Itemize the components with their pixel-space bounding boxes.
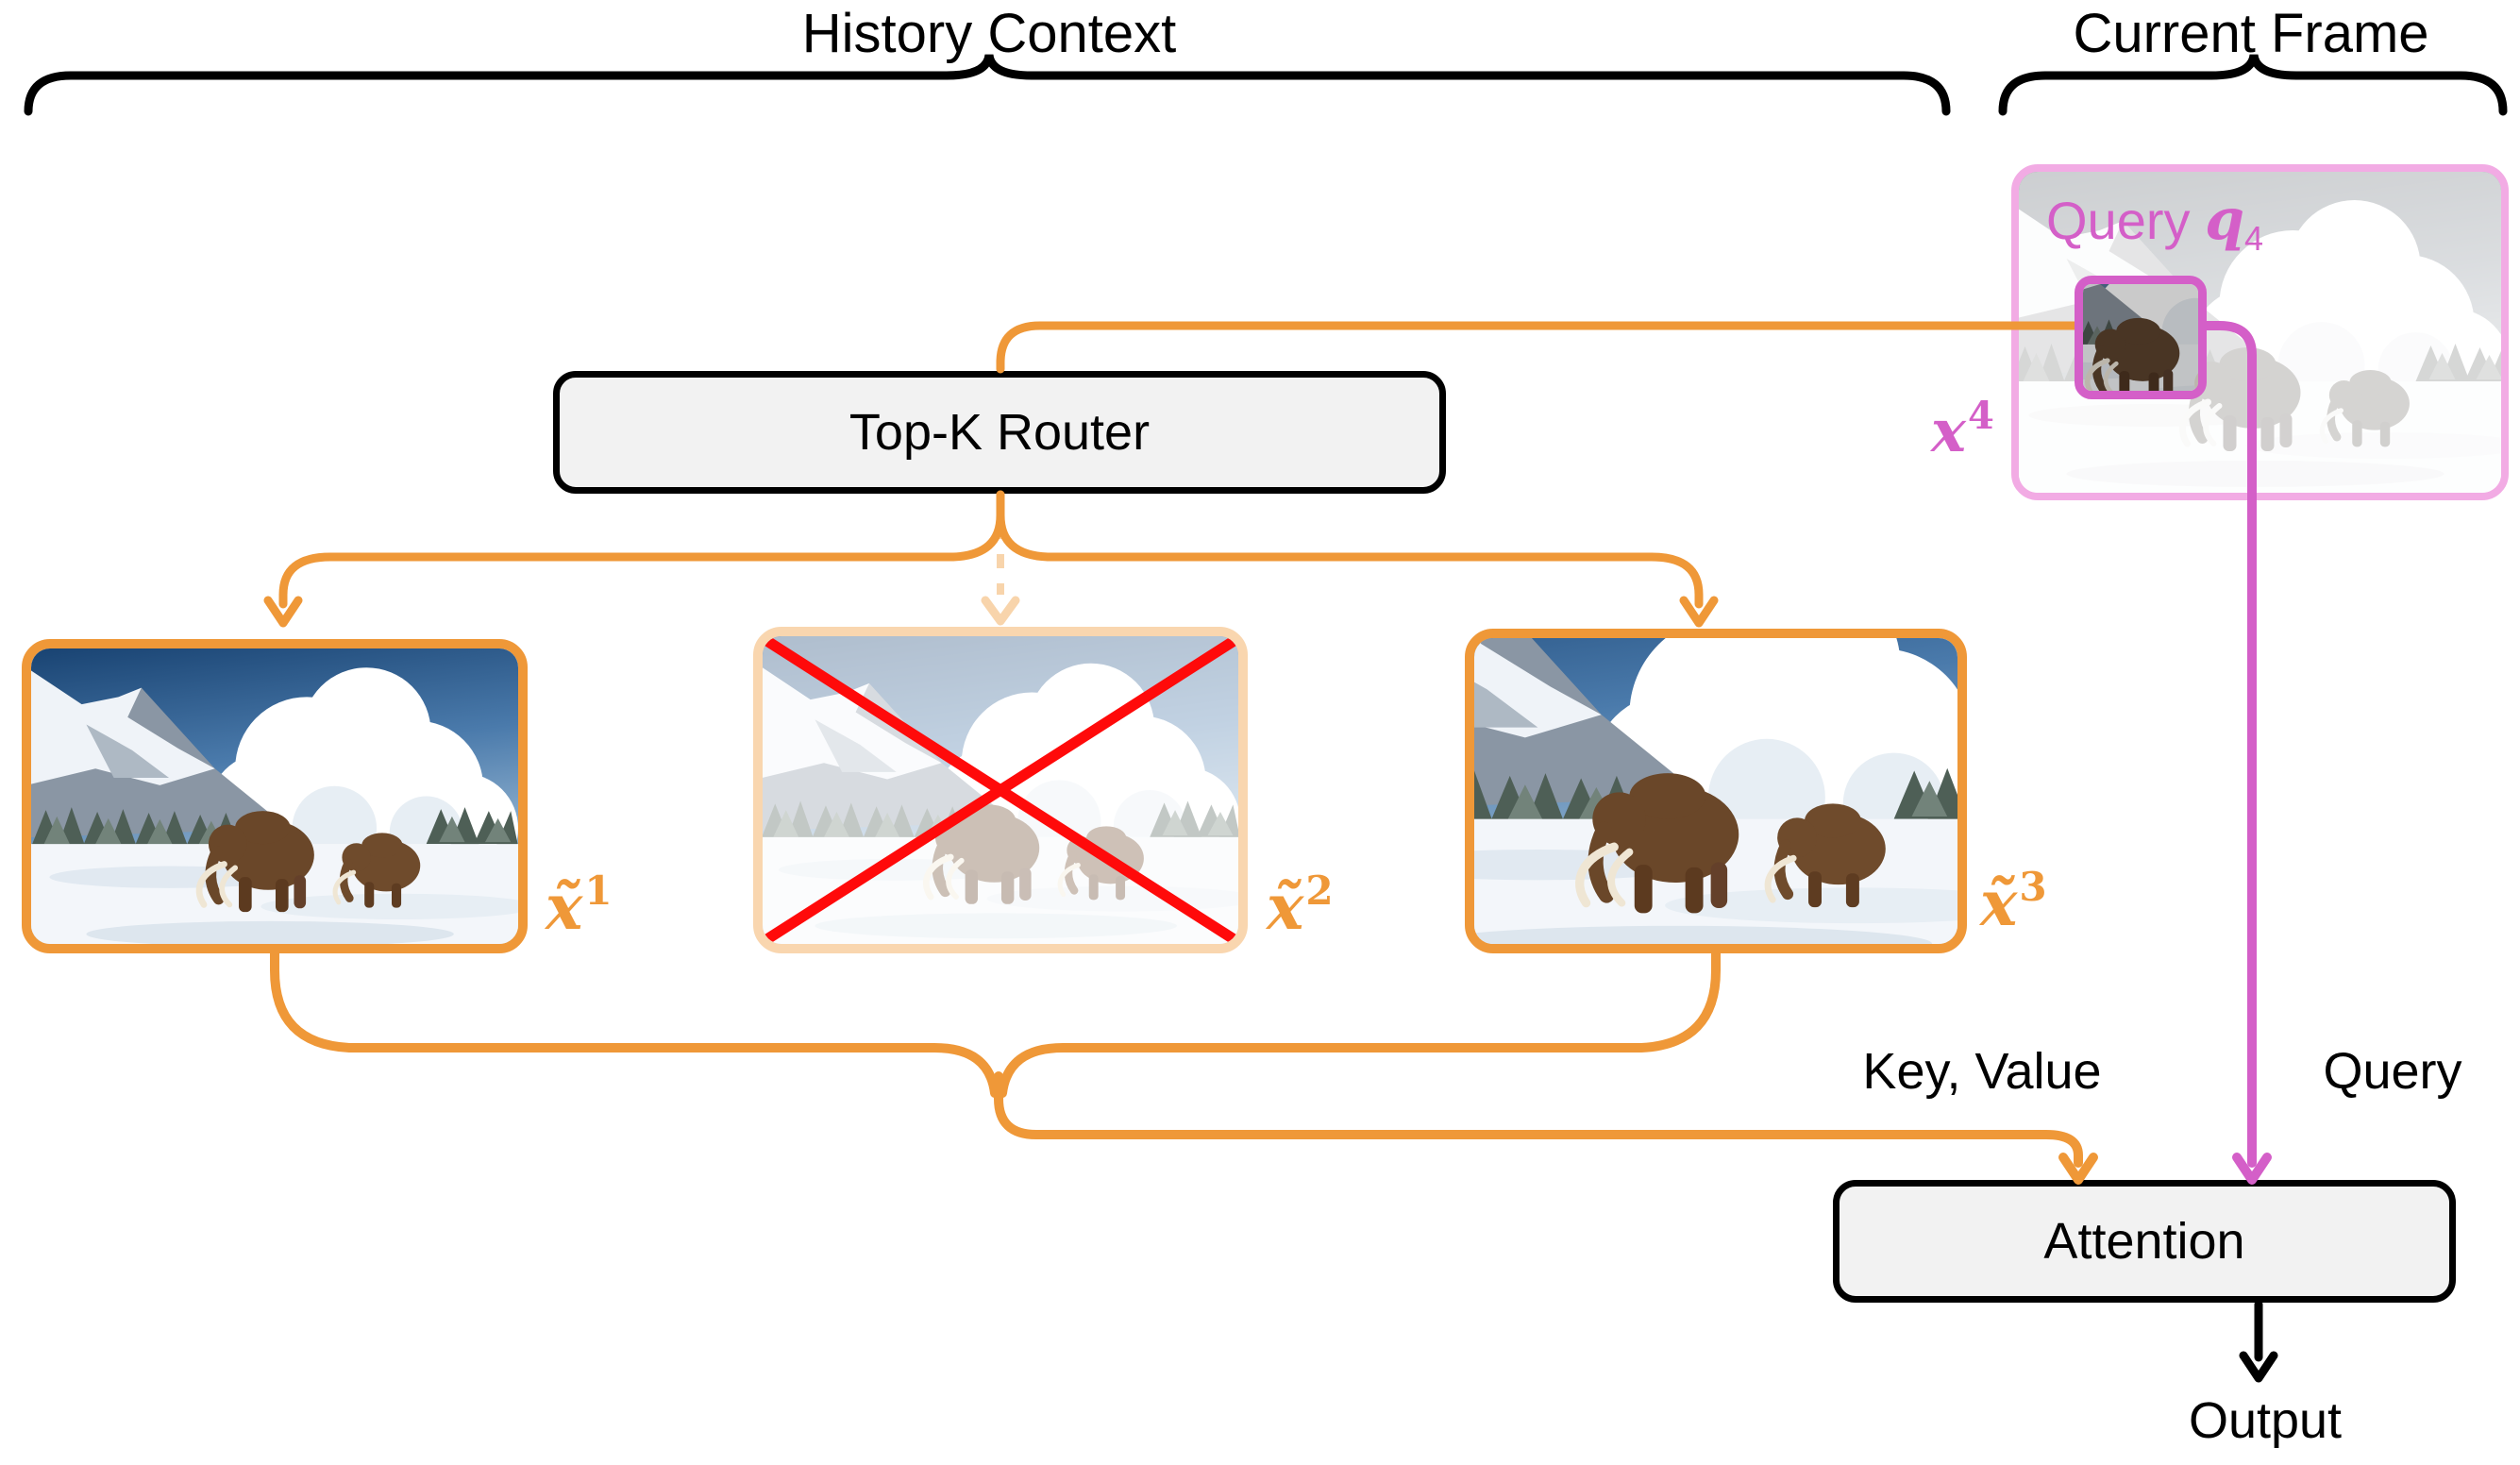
x2-superscript: 2 — [1305, 867, 1334, 914]
frame2-symbol-label: x̃2 — [1267, 867, 1334, 944]
history-frame-1-photo — [22, 639, 528, 953]
query-caption-text: Query — [2046, 191, 2206, 250]
x1-symbol: x̃ — [546, 870, 583, 944]
output-label: Output — [2188, 1392, 2343, 1449]
query-subscript: 4 — [2244, 219, 2264, 258]
attention-label: Attention — [2043, 1213, 2245, 1270]
arrowhead-frame2-faded-icon — [981, 596, 1020, 626]
history-context-title: History Context — [801, 3, 1177, 64]
patch-to-router-line — [996, 321, 2079, 374]
current-frame-title: Current Frame — [2073, 3, 2429, 64]
gather-right-line — [998, 947, 1721, 1098]
arrowhead-output-icon — [2239, 1351, 2278, 1383]
query-patch — [2075, 276, 2207, 399]
x4-superscript: 4 — [1967, 394, 1994, 438]
unused — [985, 600, 1016, 623]
top-k-router-box: Top-K Router — [553, 371, 1446, 494]
query-edge-label: Query — [2323, 1043, 2462, 1100]
gather-left-line — [270, 947, 1000, 1098]
router-to-frame1-line — [278, 490, 1005, 609]
x1-superscript: 1 — [584, 867, 613, 914]
history-frame-2-photo — [753, 627, 1248, 953]
arrowhead-frame3-icon — [1679, 596, 1719, 628]
query-patch-scene — [2083, 284, 2198, 391]
mammoth-scene-1 — [31, 648, 518, 944]
red-cross-icon — [763, 636, 1238, 944]
frame1-symbol-label: x̃1 — [546, 867, 613, 944]
query-q4-caption: Query q4 — [2046, 187, 2263, 258]
router-to-frame3-line — [996, 490, 1704, 609]
attention-box: Attention — [1833, 1180, 2456, 1303]
key-value-label: Key, Value — [1862, 1043, 2102, 1100]
frame3-symbol-label: x̃3 — [1980, 864, 2047, 940]
arrowhead-key-value-icon — [2058, 1153, 2098, 1185]
x2-symbol: x̃ — [1267, 870, 1304, 944]
x4-symbol: x — [1931, 396, 1966, 465]
current-frame-symbol-label: x4 — [1931, 394, 1994, 465]
history-frame-3-photo — [1465, 629, 1967, 953]
query-symbol: q — [2205, 187, 2245, 253]
mammoth-scene-3-closeup — [1474, 638, 1957, 944]
top-k-router-label: Top-K Router — [848, 404, 1151, 461]
x3-symbol: x̃ — [1980, 867, 2018, 940]
arrowhead-frame1-icon — [263, 596, 303, 628]
x3-superscript: 3 — [2019, 864, 2047, 910]
arrowhead-query-icon — [2232, 1153, 2272, 1185]
